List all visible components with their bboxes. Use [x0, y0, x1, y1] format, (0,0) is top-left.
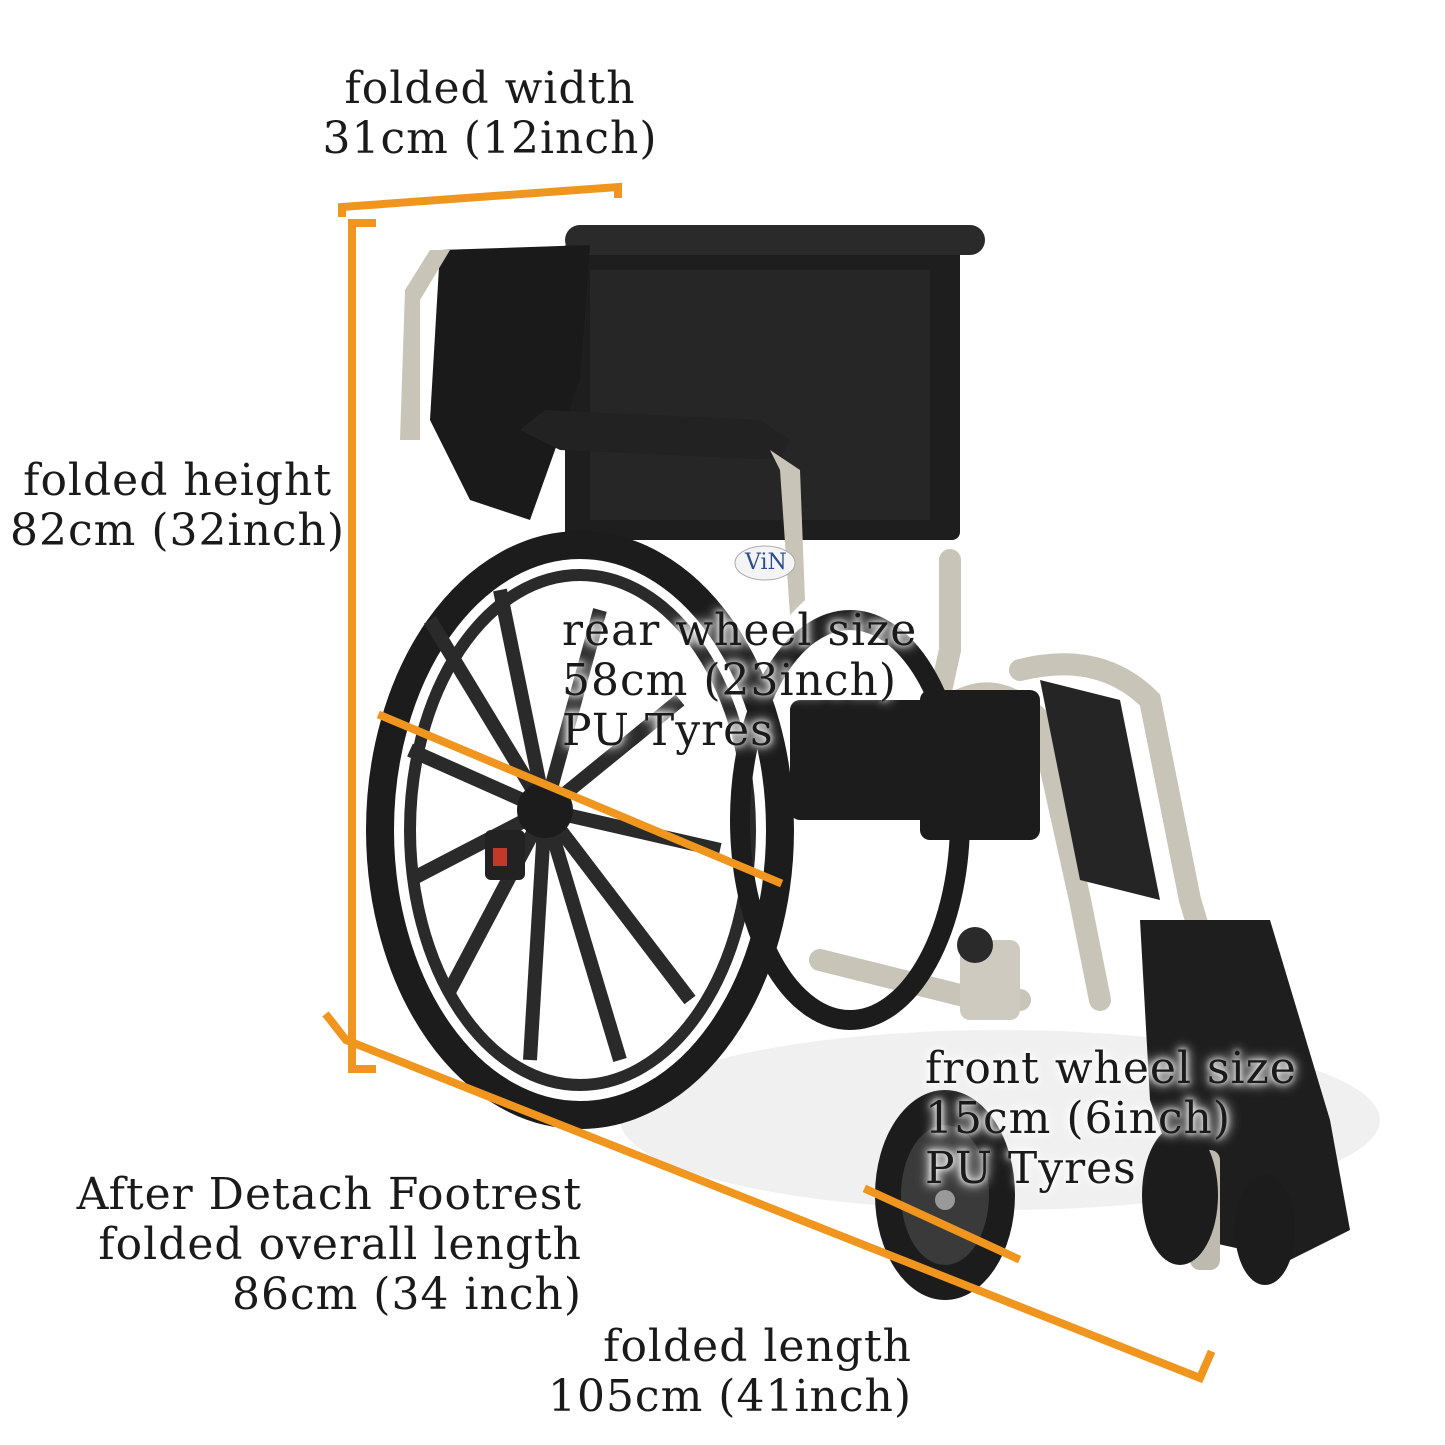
folded-width-label: folded width 31cm (12inch) — [310, 64, 670, 164]
folded-height-value: 82cm (32inch) — [10, 505, 346, 556]
rear-wheel-size-value: 58cm (23inch) — [562, 655, 898, 706]
front-wheel-dimension-line — [862, 1184, 1022, 1264]
folded-height-label: folded height 82cm (32inch) — [10, 455, 346, 556]
folded-length-title: folded length — [603, 1321, 912, 1372]
folded-length-label: folded length 105cm (41inch) — [540, 1322, 912, 1422]
overall-length-note: After Detach Footrest — [76, 1169, 582, 1220]
rear-wheel-far — [730, 610, 970, 1030]
folded-height-title: folded height — [23, 455, 332, 506]
folded-width-title: folded width — [344, 63, 636, 114]
rear-wheel-size-label: rear wheel size 58cm (23inch) PU Tyres — [562, 606, 917, 756]
rear-wheel-dimension-line — [376, 710, 784, 888]
wheelchair-seat-cushion — [430, 245, 590, 520]
dimension-lines — [322, 182, 1216, 1384]
folded-width-value: 31cm (12inch) — [322, 113, 658, 164]
brand-logo: ViN — [745, 548, 787, 578]
folded-length-value: 105cm (41inch) — [547, 1371, 912, 1422]
width-dimension-line — [338, 182, 622, 217]
overall-length-title: folded overall length — [98, 1219, 582, 1270]
brand-logo-text: ViN — [745, 550, 787, 575]
overall-length-value: 86cm (34 inch) — [231, 1269, 582, 1320]
front-wheel-tyre-type: PU Tyres — [925, 1143, 1137, 1194]
front-wheel-size-label: front wheel size 15cm (6inch) PU Tyres — [925, 1044, 1297, 1194]
height-dimension-line — [348, 219, 376, 1073]
rear-wheel-size-title: rear wheel size — [562, 605, 918, 656]
front-wheel-size-value: 15cm (6inch) — [925, 1093, 1232, 1144]
wheelchair-backrest — [565, 225, 985, 540]
rear-wheel-tyre-type: PU Tyres — [562, 705, 774, 756]
front-caster-wheel — [875, 1090, 1295, 1300]
brand-logo-badge — [734, 545, 796, 581]
wheelchair-handle — [400, 250, 450, 440]
overall-length-label: After Detach Footrest folded overall len… — [60, 1170, 582, 1320]
wheelchair-armrest — [520, 410, 805, 615]
front-wheel-size-title: front wheel size — [925, 1043, 1297, 1094]
length-dimension-line — [322, 1011, 1216, 1384]
